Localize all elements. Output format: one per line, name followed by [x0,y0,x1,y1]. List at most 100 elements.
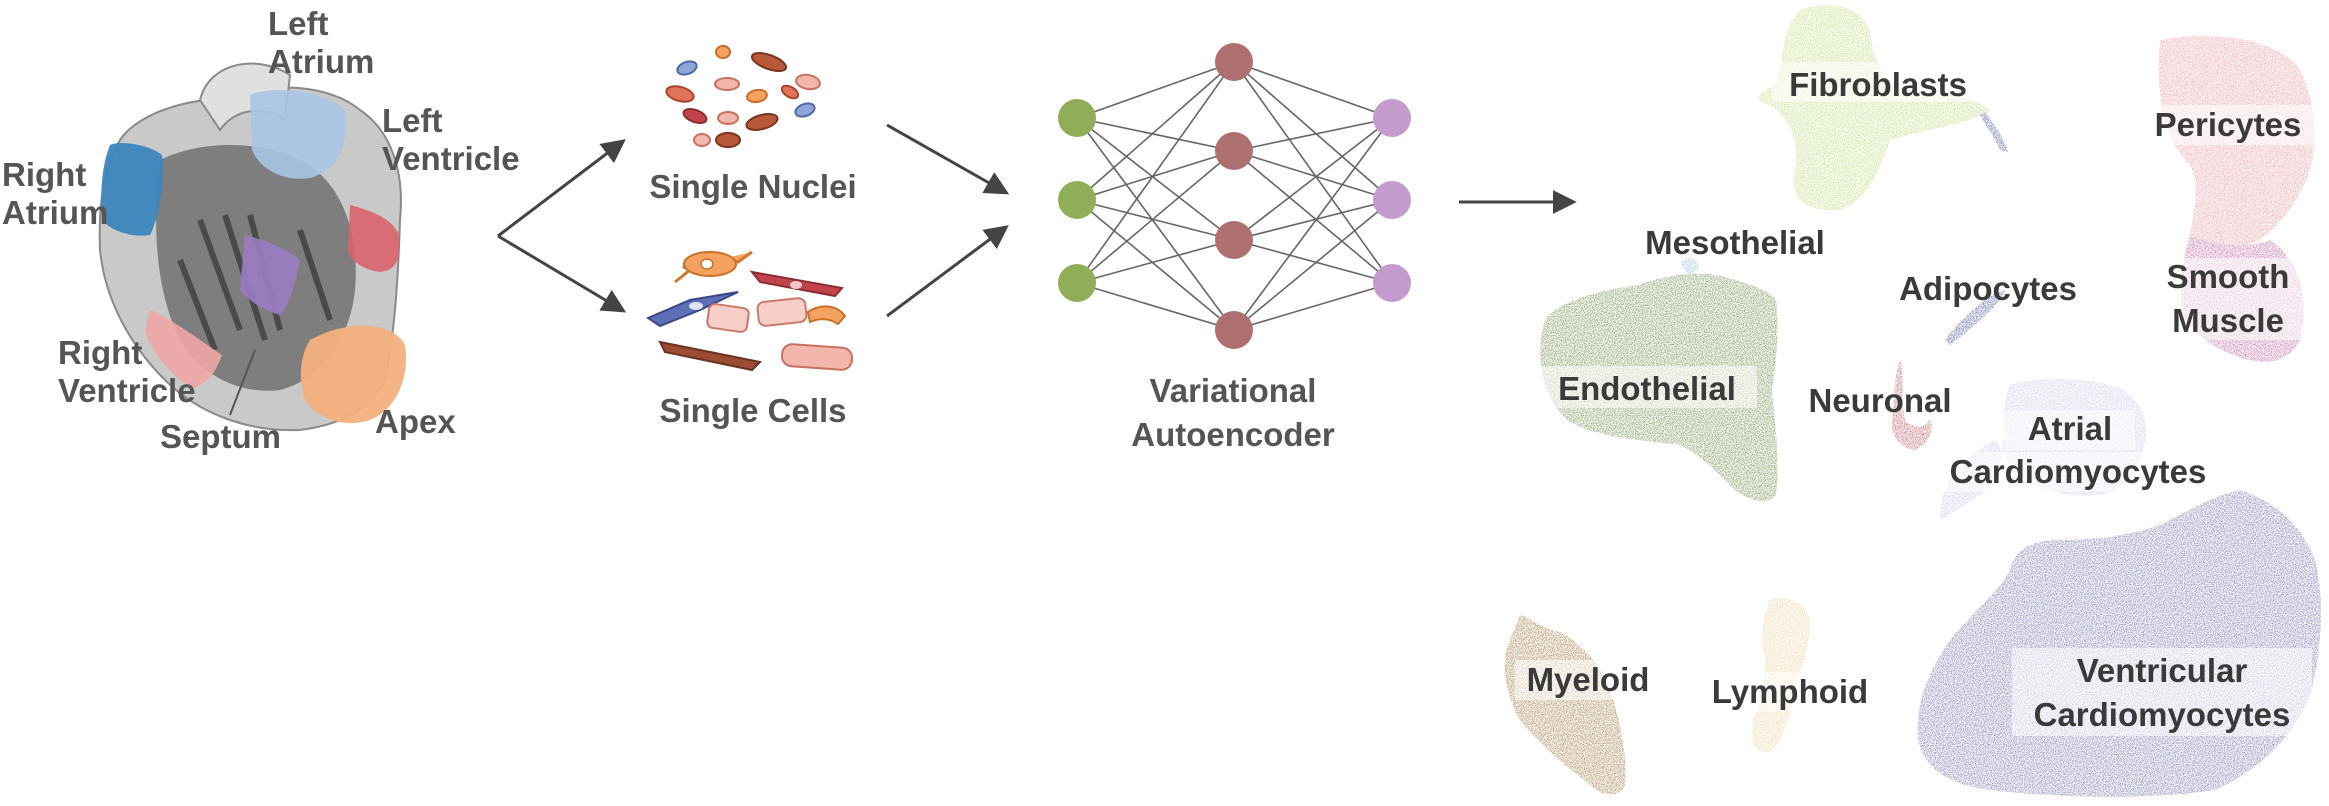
cluster-fibroblasts-tail [1980,112,2008,152]
arrow-to-nuclei [497,139,626,238]
backdrop-atrial [2005,410,2135,450]
input-node-3 [1058,264,1096,302]
label-fibroblasts: Fibroblasts [1789,66,1967,103]
cell-6 [806,305,847,326]
backdrop-myeloid [1515,660,1662,700]
cell-7 [658,340,763,372]
right-atrium-label-line1: Right [2,156,86,193]
apex-label: Apex [375,403,456,440]
cell-2-nucleus [790,281,802,289]
edge-input-2-hidden-4 [1076,199,1235,331]
single-cells-icon [645,250,854,372]
nucleus-2 [715,45,731,59]
input-node-2 [1058,181,1096,219]
edge-hidden-4-output-3 [1233,282,1393,331]
nucleus-6 [714,77,740,91]
edge-hidden-3-output-3 [1233,239,1393,284]
edge-input-1-hidden-3 [1076,117,1235,241]
single-cells-label: Single Cells [659,392,846,429]
cluster-fibroblasts [1758,5,1990,211]
label-ventricular-cm-line1: Ventricular [2077,652,2248,689]
nucleus-12 [780,84,800,100]
edge-hidden-3-output-2 [1233,199,1393,241]
vae-label-line2: Autoencoder [1131,416,1335,453]
right-atrium-label-line2: Atrium [2,194,108,231]
nucleus-5 [665,85,695,103]
output-node-1 [1373,99,1411,137]
output-node-2 [1373,181,1411,219]
edge-hidden-3-output-1 [1233,117,1393,241]
hidden-node-4 [1215,311,1253,349]
cluster-mesothelial [1680,258,1699,275]
nucleus-1 [676,60,698,76]
edge-input-3-hidden-1 [1076,61,1235,284]
edge-input-2-hidden-1 [1076,61,1235,201]
edge-input-1-hidden-1 [1076,61,1235,119]
output-node-3 [1373,264,1411,302]
edge-hidden-2-output-1 [1233,117,1393,152]
hidden-node-2 [1215,132,1253,170]
edge-input-3-hidden-3 [1076,239,1235,284]
edge-input-1-hidden-4 [1076,117,1235,331]
arrow-to-cells [497,234,627,313]
edge-input-3-hidden-2 [1076,150,1235,284]
left-atrium-label-line2: Atrium [268,43,374,80]
backdrop-endothelial [1537,366,1757,408]
edge-hidden-1-output-1 [1233,61,1393,119]
nucleus-8 [682,108,708,124]
edge-hidden-2-output-3 [1233,150,1393,284]
arrow-cells-to-vae [886,225,1009,318]
septum-pointer [229,349,256,416]
single-nuclei-icon [665,45,821,148]
single-nuclei-label: Single Nuclei [649,168,856,205]
region-septum [240,235,300,315]
septum-label: Septum [160,418,281,455]
region-apex [300,325,406,424]
merge-arrows [886,123,1010,318]
edge-hidden-4-output-2 [1233,199,1393,331]
nucleus-14 [693,133,711,147]
label-lymphoid: Lymphoid [1712,673,1868,710]
cluster-myeloid [1504,615,1626,795]
label-ventricular-cm-line2: Cardiomyocytes [2034,696,2291,733]
label-atrial-cm-line2: Cardiomyocytes [1950,453,2207,490]
edge-hidden-4-output-1 [1233,117,1393,331]
label-neuronal: Neuronal [1808,382,1951,419]
label-smooth-muscle-line2: Muscle [2172,302,2284,339]
cluster-ventricular-cm [1917,490,2322,797]
cluster-neuronal [1891,360,1932,450]
cell-1-nucleus [700,258,714,270]
nucleus-4 [795,73,821,91]
label-adipocytes: Adipocytes [1899,270,2077,307]
hidden-node-1 [1215,43,1253,81]
label-pericytes: Pericytes [2155,106,2302,143]
right-ventricle-label-line1: Right [58,334,142,371]
backdrop-fibroblasts [1772,62,1984,102]
arrow-nuclei-to-vae [886,123,1010,195]
left-ventricle-label-line2: Ventricle [382,140,520,177]
split-arrows [497,139,627,313]
region-right-atrium [101,143,163,236]
edge-hidden-1-output-2 [1233,61,1393,201]
vae-label-line1: Variational [1150,372,1317,409]
nucleus-10 [745,113,779,131]
backdrop-lymphoid [1697,672,1867,712]
edge-input-2-hidden-2 [1076,150,1235,201]
cell-4 [706,303,750,333]
left-ventricle-label-line1: Left [382,102,443,139]
cell-5 [756,297,808,327]
vae-nodes [1058,43,1411,349]
cell-8 [780,343,854,371]
hidden-node-3 [1215,221,1253,259]
nucleus-3 [750,51,788,73]
nucleus-9 [717,111,739,125]
